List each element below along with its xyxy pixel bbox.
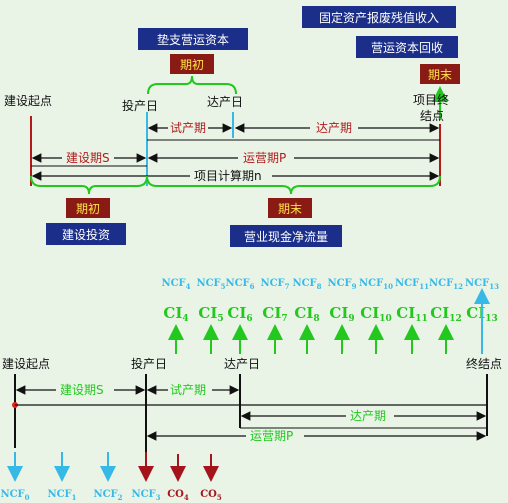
top-label-end-line1: 项目终 bbox=[413, 92, 449, 107]
box-fixed-asset-salvage bbox=[302, 6, 456, 28]
co-label: CO5 bbox=[200, 489, 222, 502]
box-end-period-right bbox=[420, 64, 460, 84]
top-label-calc-period: 项目计算期n bbox=[194, 168, 262, 183]
bottom-label-end: 终结点 bbox=[466, 356, 502, 371]
bottom-label-operation-period: 运营期P bbox=[250, 429, 293, 443]
box-operating-cash-flow-text: 营业现金净流量 bbox=[244, 229, 328, 244]
ncf-top-label: NCF13 bbox=[465, 278, 499, 291]
ncf-top-label: NCF12 bbox=[429, 278, 463, 291]
bottom-label-start: 建设起点 bbox=[2, 357, 50, 371]
ci-label: CI6 bbox=[227, 304, 252, 324]
top-label-reach-period: 达产期 bbox=[316, 121, 352, 135]
box-fixed-asset-salvage-text: 固定资产报废残值收入 bbox=[319, 10, 439, 25]
ci-label: CI13 bbox=[466, 304, 498, 324]
ci-label: CI5 bbox=[198, 304, 223, 324]
bottom-label-reach-day: 达产日 bbox=[224, 357, 260, 371]
ci-label: CI12 bbox=[430, 304, 462, 324]
brace-bottom-begin bbox=[30, 175, 148, 195]
ncf-top-label: NCF8 bbox=[292, 278, 321, 291]
box-begin-period-top-text: 期初 bbox=[180, 58, 204, 72]
bottom-label-production-day: 投产日 bbox=[131, 356, 167, 371]
bottom-label-reach-period: 达产期 bbox=[350, 409, 386, 423]
ci-label: CI8 bbox=[294, 304, 319, 324]
box-working-capital-recovery-text: 营运资本回收 bbox=[371, 41, 443, 55]
ncf-top-label: NCF11 bbox=[395, 278, 429, 291]
ci-label: CI10 bbox=[360, 304, 392, 324]
ci-label: CI9 bbox=[329, 304, 354, 324]
ci-up-arrows bbox=[168, 288, 490, 354]
ci-label: CI4 bbox=[163, 304, 188, 324]
box-working-capital-recovery bbox=[356, 36, 458, 58]
co-label: CO4 bbox=[167, 489, 189, 502]
box-end-period-bottom-text: 期末 bbox=[278, 202, 302, 216]
co-labels: CO4 CO5 bbox=[167, 454, 222, 502]
bottom-label-construction-period: 建设期S bbox=[60, 383, 104, 397]
ci-label: CI7 bbox=[262, 304, 287, 324]
ci-label: CI11 bbox=[396, 304, 428, 324]
box-operating-cash-flow bbox=[230, 225, 342, 247]
top-label-reach-day: 达产日 bbox=[207, 95, 243, 109]
top-label-production-day: 投产日 bbox=[122, 98, 158, 113]
box-advance-working-capital-text: 垫支营运资本 bbox=[157, 32, 229, 47]
ncf-bottom-label: NCF1 bbox=[47, 489, 76, 502]
box-begin-period-bottom-text: 期初 bbox=[76, 202, 100, 216]
top-label-end-line2: 结点 bbox=[420, 109, 444, 123]
box-end-period-bottom bbox=[268, 198, 312, 218]
bottom-label-trial-period: 试产期 bbox=[170, 382, 206, 397]
box-end-period-right-text: 期末 bbox=[428, 68, 452, 82]
brace-top-begin bbox=[147, 75, 237, 95]
ncf-bottom-label: NCF0 bbox=[0, 489, 29, 502]
ncf-bottom-label: NCF2 bbox=[93, 489, 122, 502]
top-label-operation-period: 运营期P bbox=[243, 151, 286, 165]
ncf-top-label: NCF9 bbox=[327, 278, 356, 291]
box-construction-investment bbox=[46, 223, 126, 245]
ncf-bottom-label: NCF3 bbox=[131, 489, 160, 502]
top-label-start: 建设起点 bbox=[4, 94, 52, 108]
ncf-bottom-labels: NCF0 NCF1 NCF2 NCF3 bbox=[0, 452, 161, 502]
box-begin-period-top bbox=[170, 54, 214, 74]
top-label-trial-period: 试产期 bbox=[170, 120, 206, 135]
top-label-construction-period: 建设期S bbox=[66, 151, 110, 165]
ncf-top-label: NCF5 bbox=[196, 278, 225, 291]
box-begin-period-bottom bbox=[66, 198, 110, 218]
ncf-top-label: NCF4 bbox=[161, 278, 190, 291]
brace-bottom-end bbox=[146, 175, 441, 195]
box-construction-investment-text: 建设投资 bbox=[62, 227, 110, 242]
ncf-top-label: NCF6 bbox=[225, 278, 254, 291]
ncf-top-label: NCF10 bbox=[359, 278, 393, 291]
ncf-top-label: NCF7 bbox=[260, 278, 289, 291]
box-advance-working-capital bbox=[138, 28, 248, 50]
